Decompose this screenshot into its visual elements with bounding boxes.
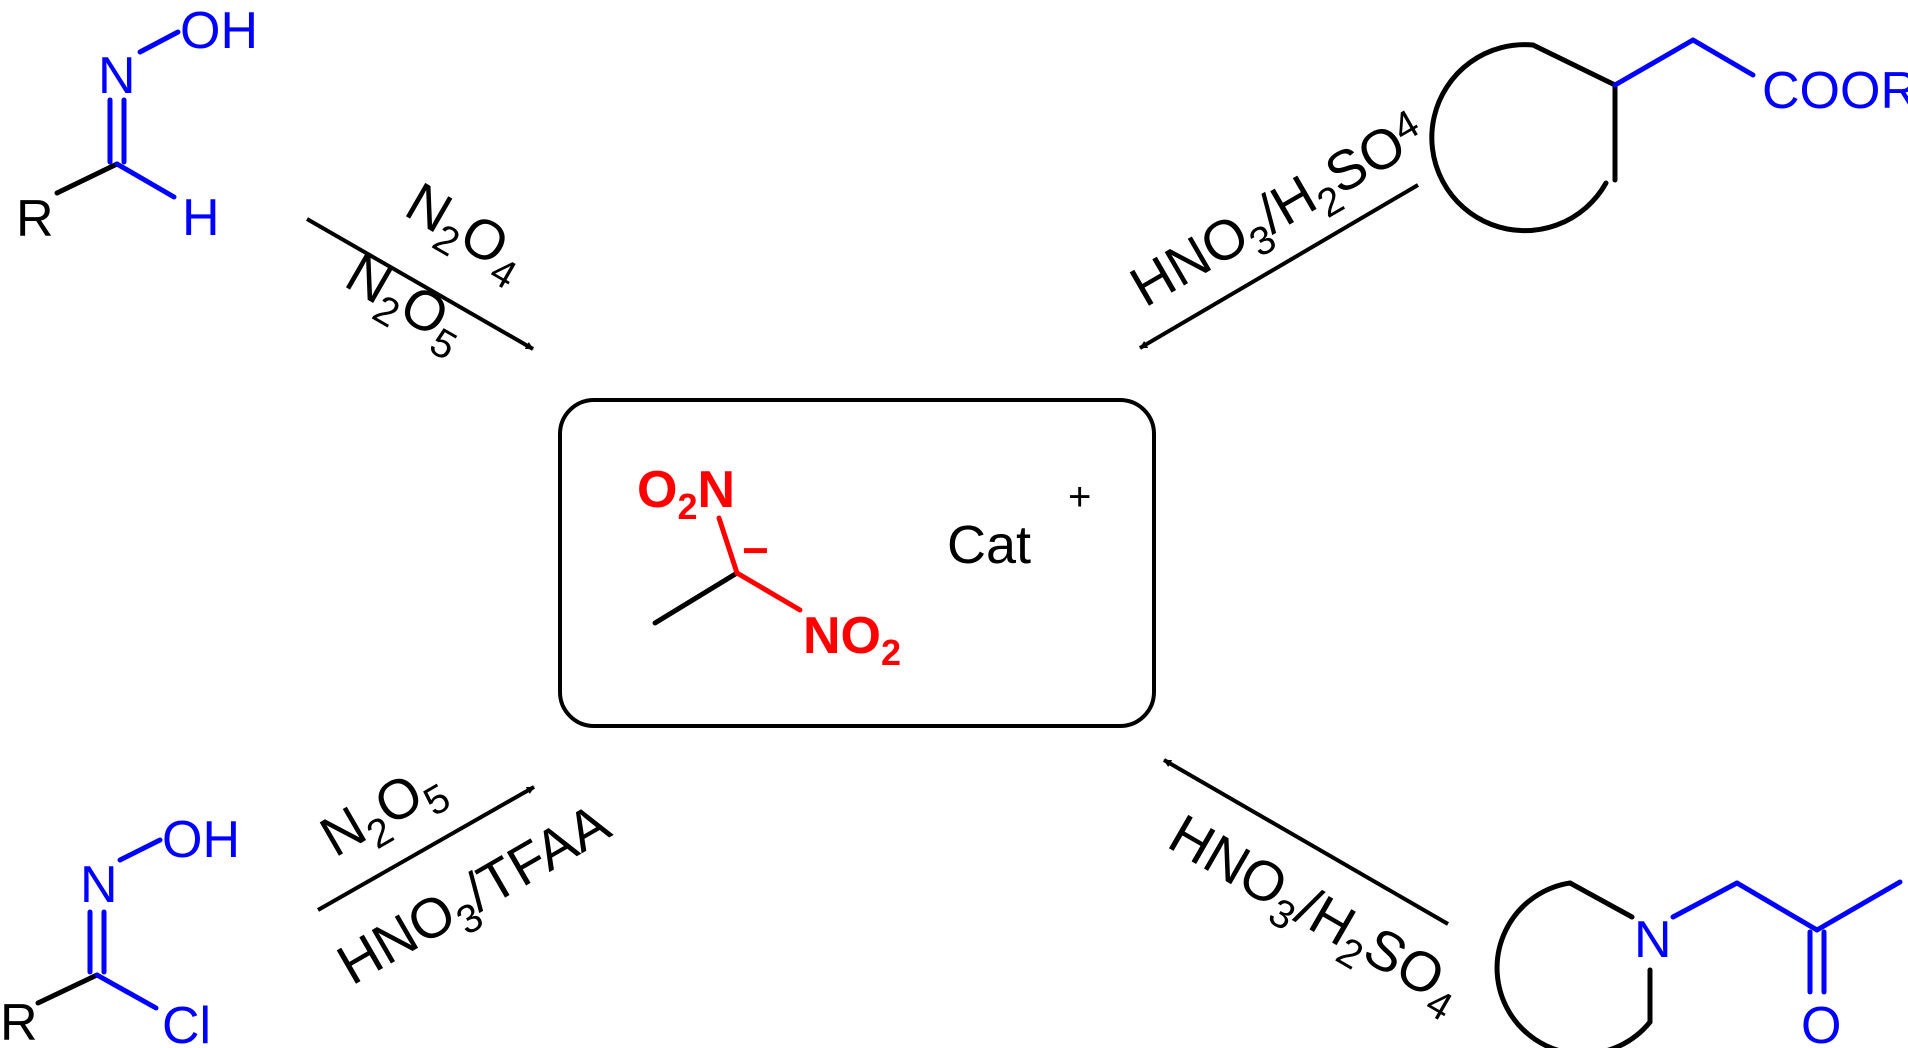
anion-charge: − [742, 524, 769, 576]
arrow-line [317, 785, 535, 912]
co-methyl-bond [1814, 879, 1903, 933]
arrow-top-left: N2O4 N2O5 [306, 170, 534, 369]
methyl-bond [652, 570, 740, 626]
c-n-bond-upper [716, 515, 740, 576]
hydroxyl-label: OH [180, 2, 258, 60]
hydroxyl-label: OH [162, 811, 240, 869]
arrow-bottom-left: N2O5 HNO3/TFAA [310, 750, 621, 997]
n-ch2-bond [1670, 880, 1740, 920]
cation-charge: + [1068, 475, 1091, 519]
c-n-bond-lower [734, 570, 803, 613]
ch2-bond-1 [1612, 37, 1696, 88]
c-cl-bond [94, 972, 159, 1011]
arrow-line [1162, 758, 1450, 926]
carbonyl-oxygen-label: O [1801, 997, 1841, 1048]
ring-arc [1429, 42, 1609, 234]
ring-bond-top [1530, 42, 1618, 88]
product-box: O2N NO2 − Cat + [558, 398, 1156, 728]
amino-ketone-reactant: N O [1494, 879, 1903, 1048]
aldoxime-reactant: OH N R H [16, 2, 258, 248]
n-o-bond [117, 837, 163, 863]
r-group-label: R [16, 190, 54, 248]
product-frame [558, 398, 1156, 728]
nitro-group-left: O2N [637, 461, 735, 527]
ester-group-label: COOR [1762, 62, 1908, 120]
r-c-bond [54, 161, 120, 196]
r-group-label: R [0, 994, 38, 1048]
reagent-n2o5-bottom: N2O5 [310, 750, 458, 878]
arrow-top-right: HNO3/H2SO4 [1120, 100, 1441, 350]
r-c-bond [35, 972, 100, 1006]
arrow-line [306, 217, 534, 351]
hydroximoyl-chloride-reactant: OH N R Cl [0, 811, 240, 1048]
ch2-bond-2 [1690, 37, 1756, 78]
reagent-hno3-h2so4: HNO3/H2SO4 [1120, 100, 1441, 328]
reagent-hno3-h2so4-bottom: HNO3/H2SO4 [1154, 802, 1475, 1030]
nitro-group-right: NO2 [803, 607, 901, 673]
ch2-co-bond [1734, 880, 1820, 933]
cation-label: Cat [947, 515, 1031, 575]
arrow-bottom-right: HNO3/H2SO4 [1154, 758, 1475, 1030]
c-h-bond [114, 161, 177, 200]
nitrogen-label: N [80, 856, 118, 914]
ring-bond-top [1567, 880, 1635, 920]
n-o-bond [137, 29, 181, 55]
nitrogen-label: N [98, 47, 136, 105]
nitrogen-label: N [1634, 911, 1672, 969]
chlorine-label: Cl [162, 997, 211, 1048]
ring-arc [1494, 880, 1653, 1048]
ester-reactant: COOR [1429, 37, 1908, 234]
arrow-line [1138, 183, 1420, 350]
hydrogen-label: H [182, 189, 220, 247]
